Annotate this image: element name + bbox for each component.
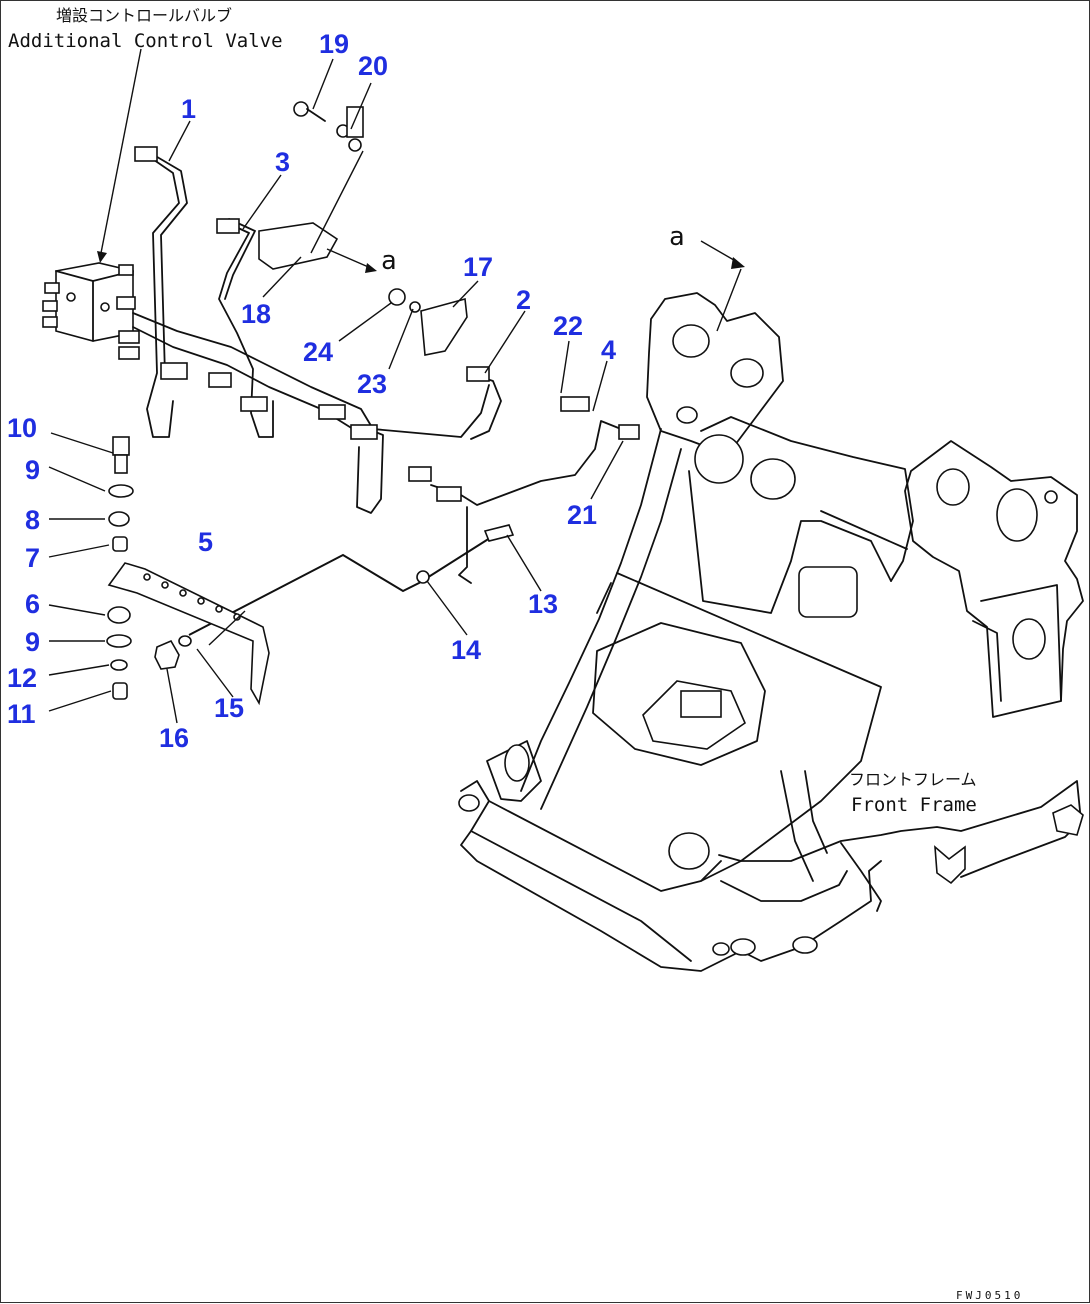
- bracket-18-arrowhead: [365, 263, 377, 273]
- callout-numbers: 1 2 3 4 5 6 7 8 9 9 10 11 12 13 14 15 16…: [7, 29, 616, 753]
- callout-19: 19: [319, 29, 349, 59]
- washers-20: [336, 106, 364, 152]
- bolt-19: [293, 101, 326, 122]
- nut-11: [112, 682, 128, 700]
- callout-17: 17: [463, 252, 493, 282]
- clip-13: [483, 524, 515, 542]
- tube-1: [134, 146, 188, 438]
- view-a-arrowhead: [731, 257, 745, 269]
- callout-7: 7: [25, 543, 40, 573]
- callout-1: 1: [181, 94, 196, 124]
- callout-23: 23: [357, 369, 387, 399]
- leader-lines: [48, 58, 624, 724]
- frame-label-en: Front Frame: [851, 794, 977, 816]
- callout-18: 18: [241, 299, 271, 329]
- nut-6: [107, 606, 131, 624]
- hose-lead-20: [310, 150, 364, 254]
- callout-12: 12: [7, 663, 37, 693]
- nut-8: [108, 511, 130, 527]
- fittings: [160, 362, 640, 502]
- callout-6: 6: [25, 589, 40, 619]
- front-frame: [458, 292, 1084, 972]
- washer-9-a: [108, 484, 134, 498]
- seal-15: [178, 635, 192, 647]
- callout-10: 10: [7, 413, 37, 443]
- callout-21: 21: [567, 500, 597, 530]
- bracket-17: [420, 297, 468, 356]
- callout-15: 15: [214, 693, 244, 723]
- washer-24: [388, 288, 406, 306]
- hose-line: [188, 530, 502, 636]
- main-line-upper: [132, 312, 490, 438]
- callout-9b: 9: [25, 627, 40, 657]
- callout-3: 3: [275, 147, 290, 177]
- clip-14: [416, 570, 430, 584]
- view-a-leader: [716, 268, 742, 332]
- valve-label-jp: 増設コントロールバルブ: [56, 6, 232, 25]
- washer-9-b: [106, 634, 132, 648]
- callout-20: 20: [358, 51, 388, 81]
- tube-2: [466, 366, 502, 440]
- clamp-16: [154, 639, 180, 670]
- frame-label-jp: フロントフレーム: [849, 770, 977, 789]
- washer-23: [409, 301, 421, 313]
- bracket-5-holes: [143, 573, 241, 621]
- tube-3: [216, 218, 274, 438]
- callout-8: 8: [25, 505, 40, 535]
- bolt-10: [112, 436, 130, 474]
- view-ref-a-top: a: [669, 222, 685, 252]
- callout-24: 24: [303, 337, 333, 367]
- spacer-7: [112, 536, 128, 552]
- valve-leader-arrow: [97, 251, 107, 263]
- callout-13: 13: [528, 589, 558, 619]
- view-ref-a-bracket: a: [381, 246, 397, 276]
- callout-9a: 9: [25, 455, 40, 485]
- valve-label-en: Additional Control Valve: [8, 30, 283, 52]
- tube-4: [356, 420, 632, 584]
- bracket-18: [258, 222, 339, 270]
- callout-16: 16: [159, 723, 189, 753]
- bracket-5: [107, 562, 270, 706]
- drawing-code: FWJ0510: [956, 1289, 1023, 1302]
- bracket-18-arrow: [326, 248, 374, 270]
- callout-5: 5: [198, 527, 213, 557]
- callout-2: 2: [516, 285, 531, 315]
- control-valve: [42, 262, 140, 360]
- callout-4: 4: [601, 335, 616, 365]
- callout-14: 14: [451, 635, 481, 665]
- valve-leader: [100, 48, 142, 254]
- callout-22: 22: [553, 311, 583, 341]
- washer-12: [110, 659, 128, 671]
- callout-11: 11: [7, 699, 36, 729]
